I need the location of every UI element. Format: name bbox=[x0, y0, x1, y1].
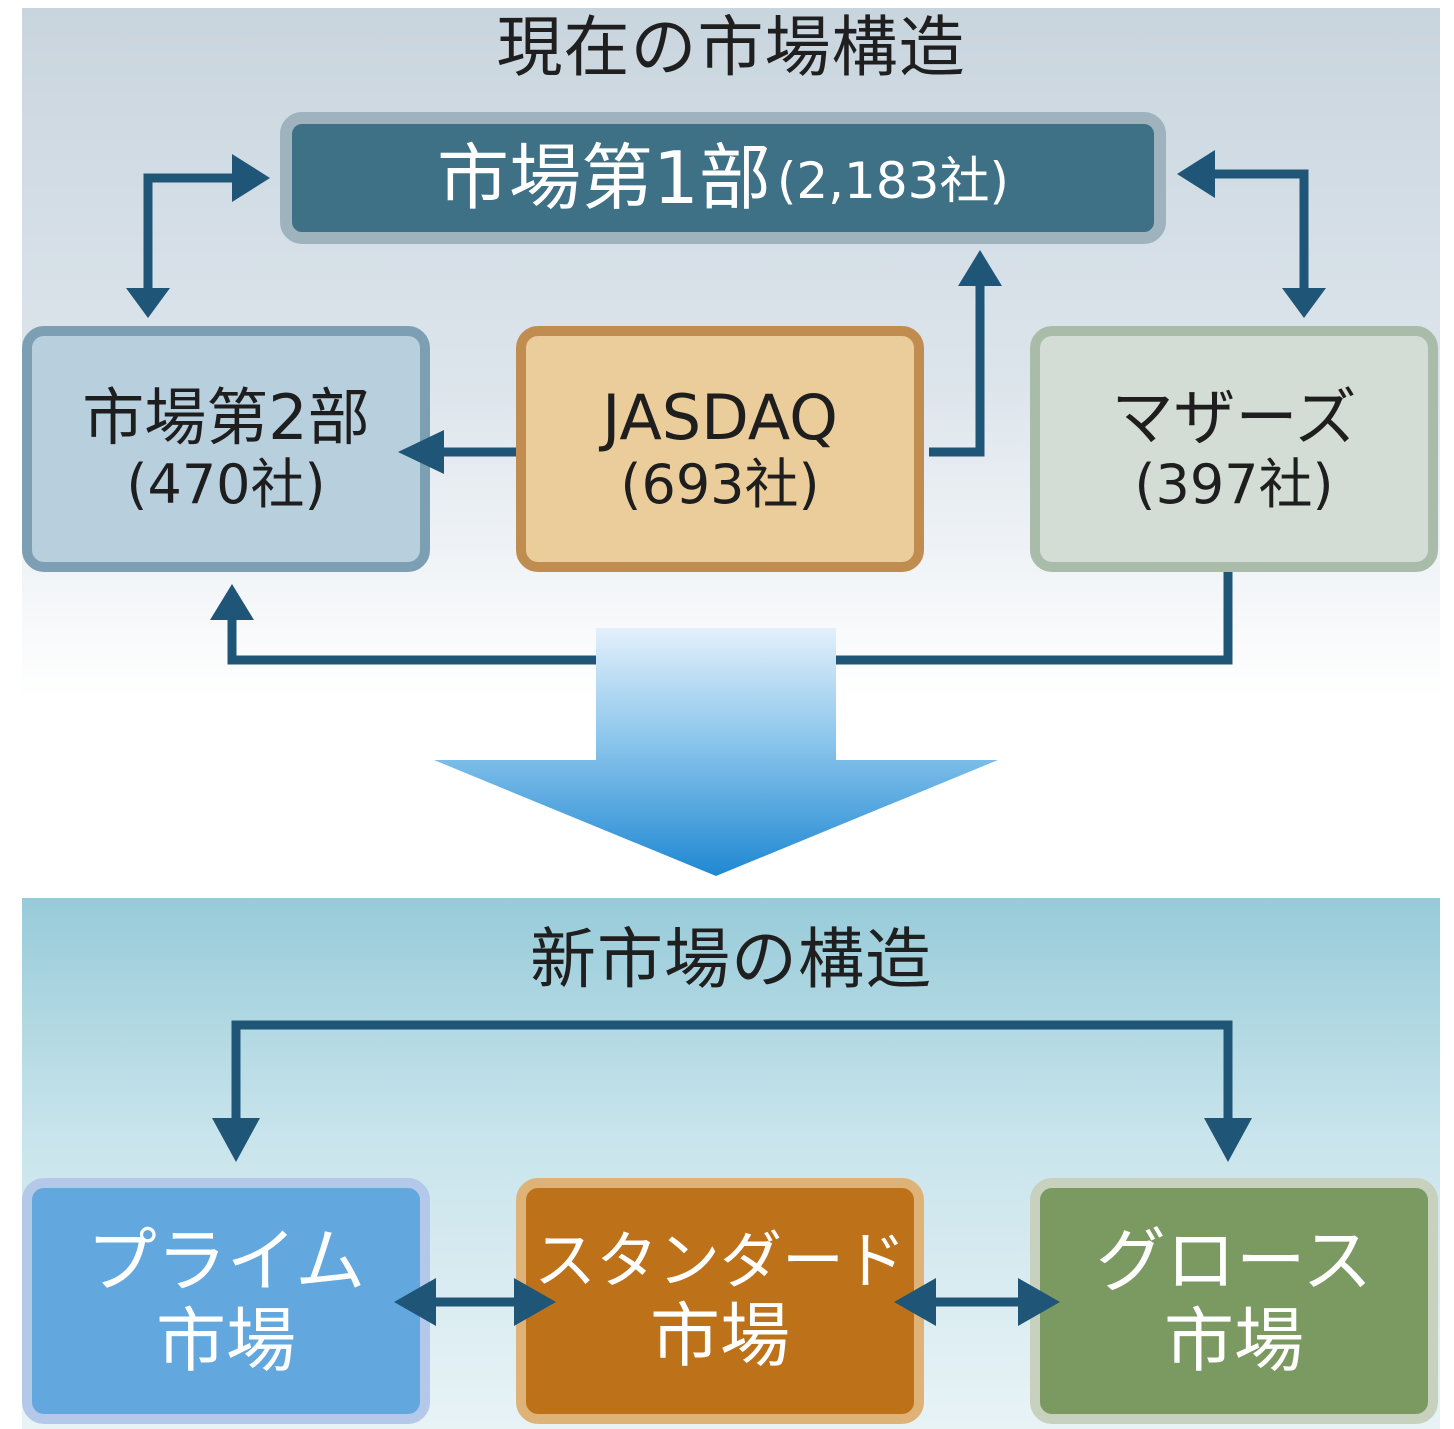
market-first-section-count: (2,183社) bbox=[776, 152, 1009, 211]
arrowhead-left-nibu bbox=[398, 430, 444, 474]
arrowhead-left-ichibu bbox=[1177, 150, 1215, 198]
jasdaq-name: JASDAQ bbox=[602, 381, 838, 455]
arrowhead-left-standard bbox=[894, 1278, 936, 1326]
arrowhead-right-standard bbox=[514, 1278, 556, 1326]
arrowhead-up-ichibu bbox=[958, 250, 1002, 286]
jasdaq-count: (693社) bbox=[620, 452, 820, 516]
new-structure-title: 新市場の構造 bbox=[530, 921, 932, 998]
market-second-section-count: (470社) bbox=[126, 452, 326, 516]
market-second-section-box: 市場第2部 (470社) bbox=[22, 326, 430, 572]
prime-market-line2: 市場 bbox=[156, 1300, 296, 1382]
arrowhead-down-nibu bbox=[126, 288, 170, 318]
mothers-count: (397社) bbox=[1134, 452, 1334, 516]
growth-market-line2: 市場 bbox=[1164, 1300, 1304, 1382]
transition-arrow-icon bbox=[434, 628, 998, 876]
arrowhead-left-prime bbox=[394, 1278, 436, 1326]
standard-market-line1: スタンダード bbox=[533, 1224, 906, 1298]
current-structure-title: 現在の市場構造 bbox=[496, 9, 966, 86]
prime-market-line1: プライム bbox=[86, 1219, 366, 1302]
mothers-name: マザーズ bbox=[1111, 381, 1357, 455]
arrow-new-loop bbox=[231, 1020, 1233, 1122]
arrowhead-down-prime bbox=[212, 1118, 260, 1162]
market-first-section-name: 市場第1部 bbox=[437, 135, 771, 220]
jasdaq-box: JASDAQ (693社) bbox=[516, 326, 924, 572]
arrow-ichibu-mothers bbox=[1215, 169, 1309, 292]
prime-market-box: プライム 市場 bbox=[22, 1178, 430, 1424]
arrow-ichibu-nibu bbox=[143, 173, 232, 292]
arrow-jasdaq-ichibu bbox=[929, 284, 985, 457]
arrowhead-up-nibu bbox=[210, 584, 254, 620]
market-second-section-name: 市場第2部 bbox=[82, 381, 370, 455]
arrowhead-down-mothers bbox=[1282, 288, 1326, 318]
arrowhead-right-ichibu bbox=[232, 154, 270, 202]
growth-market-line1: グロース bbox=[1095, 1219, 1373, 1302]
standard-market-line2: 市場 bbox=[650, 1295, 790, 1378]
arrowhead-down-growth bbox=[1204, 1118, 1252, 1162]
mothers-box: マザーズ (397社) bbox=[1030, 326, 1438, 572]
market-first-section-box: 市場第1部 (2,183社) bbox=[280, 112, 1166, 244]
arrowhead-right-growth bbox=[1018, 1278, 1060, 1326]
